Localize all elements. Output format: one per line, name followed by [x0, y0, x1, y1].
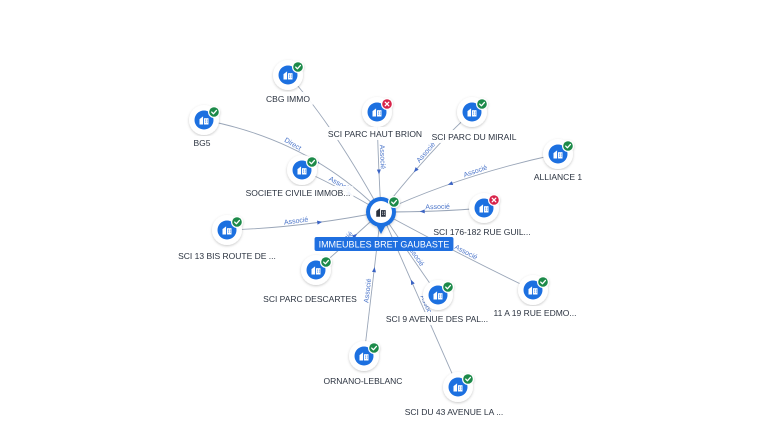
- active-check-icon: [306, 156, 318, 168]
- building-icon: [372, 108, 382, 117]
- node-sci-parc-du-mirail[interactable]: [457, 97, 488, 127]
- edge-alliance-1: [380, 153, 559, 213]
- node-cbg-immo[interactable]: [273, 60, 304, 90]
- building-icon: [528, 286, 538, 295]
- node-label-sci-parc-du-mirail-text: SCI PARC DU MIRAIL: [432, 132, 517, 142]
- edge-arrow-icon: [352, 233, 358, 239]
- building-icon: [553, 150, 563, 159]
- node-sci-13-bis[interactable]: [212, 215, 243, 245]
- building-pin-icon: [376, 208, 386, 217]
- edge-label-alliance-1: Associé: [463, 164, 489, 179]
- node-label-societe-civile-immob-text: SOCIETE CIVILE IMMOB...: [246, 188, 351, 198]
- active-check-icon: [537, 276, 549, 288]
- active-check-icon: [462, 373, 474, 385]
- building-icon: [297, 166, 307, 175]
- node-label-sci-13-bis: SCI 13 BIS ROUTE DE ...: [175, 249, 279, 262]
- edge-arrow-icon: [447, 181, 454, 185]
- node-label-alliance-1-text: ALLIANCE 1: [534, 172, 582, 182]
- building-icon: [311, 266, 321, 275]
- edge-sci-11-a-19: [380, 211, 534, 291]
- node-sci-du-43[interactable]: [443, 372, 474, 402]
- node-alliance-1[interactable]: [543, 139, 574, 169]
- node-sci-parc-descartes[interactable]: [301, 255, 332, 285]
- node-label-sci-parc-du-mirail: SCI PARC DU MIRAIL: [428, 130, 520, 143]
- node-ornano-leblanc[interactable]: [349, 341, 380, 371]
- edge-sci-13-bis: [226, 211, 382, 231]
- edge-label-sci-13-bis: Associé: [284, 216, 309, 226]
- node-label-ornano-leblanc: ORNANO-LEBLANC: [320, 374, 406, 387]
- node-label-bg5-text: BG5: [193, 138, 210, 148]
- edge-arrow-icon: [376, 169, 381, 175]
- active-check-icon: [208, 106, 220, 118]
- node-label-ornano-leblanc-text: ORNANO-LEBLANC: [324, 376, 403, 386]
- node-label-cbg-immo: CBG IMMO: [263, 92, 314, 105]
- edge-arrow-icon: [317, 220, 323, 225]
- node-label-societe-civile-immob: SOCIETE CIVILE IMMOB...: [242, 186, 354, 199]
- edge-label-sci-176-182: Associé: [425, 204, 450, 212]
- edge-arrow-icon: [410, 279, 415, 286]
- node-label-sci-du-43-text: SCI DU 43 AVENUE LA ...: [405, 407, 504, 417]
- node-label-sci-parc-descartes: SCI PARC DESCARTES: [260, 292, 361, 305]
- active-check-icon: [562, 140, 574, 152]
- active-check-icon: [442, 281, 454, 293]
- building-icon: [359, 352, 369, 361]
- active-check-icon: [292, 61, 304, 73]
- node-label-sci-11-a-19-text: 11 A 19 RUE EDMO...: [494, 308, 577, 318]
- inactive-cross-icon: [488, 194, 500, 206]
- center-node[interactable]: IMMEUBLES BRET GAUBASTE: [314, 196, 454, 251]
- edge-label-sci-parc-haut-brion: Associé: [378, 144, 386, 169]
- node-label-alliance-1: ALLIANCE 1: [530, 170, 586, 183]
- node-sci-9-avenue[interactable]: [423, 280, 454, 310]
- node-label-sci-13-bis-text: SCI 13 BIS ROUTE DE ...: [178, 251, 276, 261]
- node-label-sci-9-avenue-text: SCI 9 AVENUE DES PAL...: [386, 314, 488, 324]
- node-sci-parc-haut-brion[interactable]: [362, 97, 393, 127]
- active-check-icon: [476, 98, 488, 110]
- node-label-bg5: BG5: [190, 136, 214, 149]
- node-label-sci-11-a-19: 11 A 19 RUE EDMO...: [490, 306, 580, 319]
- edge-label-ornano-leblanc: Associé: [363, 278, 373, 303]
- center-label-text: IMMEUBLES BRET GAUBASTE: [319, 240, 450, 250]
- inactive-cross-icon: [381, 98, 393, 110]
- edge-arrow-icon: [419, 209, 425, 214]
- active-check-icon: [320, 256, 332, 268]
- node-label-sci-du-43: SCI DU 43 AVENUE LA ...: [401, 405, 507, 418]
- node-label-sci-parc-haut-brion: SCI PARC HAUT BRION: [324, 127, 426, 140]
- edge-sci-du-43: [380, 211, 459, 388]
- edge-label-sci-parc-du-mirail: Associé: [416, 141, 437, 164]
- building-icon: [433, 291, 443, 300]
- building-icon: [479, 204, 489, 213]
- edge-label-sci-11-a-19: Associé: [453, 244, 478, 262]
- center-label: IMMEUBLES BRET GAUBASTE: [314, 237, 454, 251]
- building-icon: [453, 383, 463, 392]
- active-check-icon: [368, 342, 380, 354]
- edge-label-bg5: Direct: [283, 137, 302, 152]
- building-icon: [222, 226, 232, 235]
- node-label-sci-parc-haut-brion-text: SCI PARC HAUT BRION: [328, 129, 422, 139]
- nodes-layer: CBG IMMO SCI PARC HAUT BRION SCI PARC DU M…: [175, 60, 586, 418]
- node-label-sci-176-182-text: SCI 176-182 RUE GUIL...: [433, 227, 530, 237]
- active-check-icon: [231, 216, 243, 228]
- node-sci-176-182[interactable]: [469, 193, 500, 223]
- building-icon: [467, 108, 477, 117]
- node-label-sci-176-182: SCI 176-182 RUE GUIL...: [430, 225, 534, 238]
- edge-arrow-icon: [413, 167, 419, 173]
- building-icon: [283, 71, 293, 80]
- edge-arrow-icon: [372, 267, 376, 273]
- center-pin[interactable]: [366, 196, 400, 234]
- edge-bg5: [203, 119, 382, 213]
- node-societe-civile-immob[interactable]: [287, 155, 318, 185]
- node-sci-11-a-19[interactable]: [518, 275, 549, 305]
- node-label-sci-parc-descartes-text: SCI PARC DESCARTES: [263, 294, 357, 304]
- active-check-icon: [388, 196, 400, 208]
- node-label-sci-9-avenue: SCI 9 AVENUE DES PAL...: [382, 312, 492, 325]
- node-bg5[interactable]: [189, 105, 220, 135]
- building-icon: [199, 116, 209, 125]
- node-label-cbg-immo-text: CBG IMMO: [266, 94, 310, 104]
